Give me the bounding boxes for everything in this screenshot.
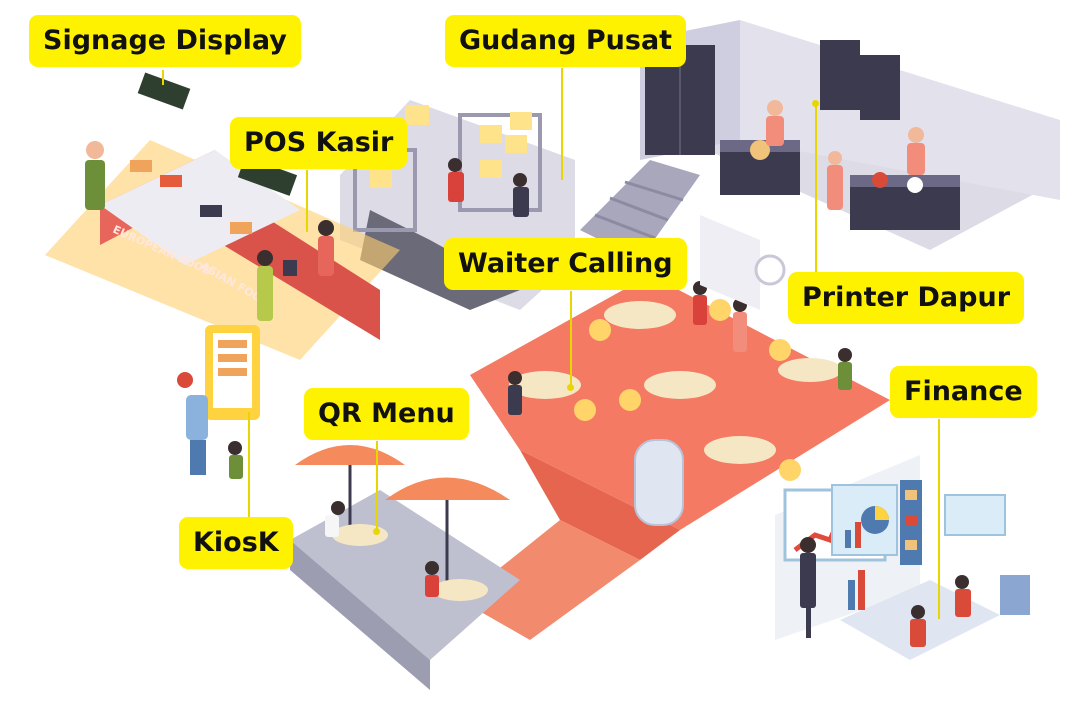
kiosk-label: KiosK [179, 517, 293, 569]
finance-label: Finance [890, 366, 1037, 418]
leader-pos [306, 170, 308, 232]
kiosk-area [177, 325, 260, 479]
leader-waiter [570, 291, 572, 386]
leader-finance [938, 419, 940, 619]
leader-kiosk [248, 412, 250, 518]
leader-gudang [561, 68, 563, 180]
printer-dapur-label: Printer Dapur [788, 272, 1025, 324]
finance-area [775, 455, 1030, 660]
stairs [580, 160, 700, 260]
qr-code-device [373, 528, 380, 535]
buffet-counter-area: EUROPEAN FOOD ASIAN FOOD [45, 72, 400, 360]
gudang-pusat-label: Gudang Pusat [445, 15, 687, 67]
dining-area [460, 215, 890, 640]
leader-printer [815, 105, 817, 273]
leader-qr [376, 441, 378, 531]
signage-display-label: Signage Display [29, 15, 301, 67]
terrace-area [290, 445, 520, 690]
waiter-call-device [567, 384, 574, 391]
qr-menu-label: QR Menu [304, 388, 469, 440]
printer-device [812, 100, 819, 107]
pos-kasir-label: POS Kasir [230, 117, 408, 169]
kitchen-area [640, 20, 1060, 250]
leader-signage [162, 70, 164, 85]
waiter-calling-label: Waiter Calling [444, 238, 687, 290]
